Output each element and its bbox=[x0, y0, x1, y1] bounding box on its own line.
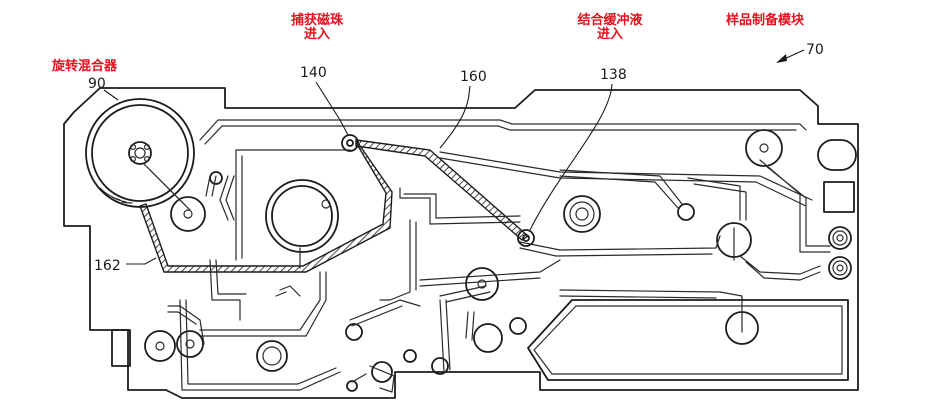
binding-buffer-line1: 结合缓冲液 bbox=[577, 13, 643, 28]
waste-panel-inner bbox=[533, 305, 843, 375]
right-oval-well bbox=[817, 139, 857, 171]
fluidic-channels bbox=[167, 119, 831, 393]
hatched-channel bbox=[139, 139, 393, 273]
ref-160: 160 bbox=[460, 69, 487, 85]
module-arrow bbox=[776, 49, 805, 63]
mixer-outlet-chamber bbox=[170, 196, 206, 232]
leader-lines bbox=[103, 81, 613, 265]
sample-prep-module-annotation: 样品制备模块 bbox=[726, 13, 805, 28]
beads-inlet-port bbox=[341, 134, 359, 152]
right-square-well bbox=[823, 181, 855, 213]
ref-90: 90 bbox=[88, 76, 106, 92]
ref-162: 162 bbox=[94, 258, 121, 274]
right-top-chamber bbox=[745, 129, 783, 167]
ref-140: 140 bbox=[300, 65, 327, 81]
right-coil-port-upper bbox=[828, 226, 852, 250]
waste-panel bbox=[527, 299, 849, 381]
right-mid-chamber bbox=[716, 222, 752, 261]
connector-tab bbox=[111, 329, 131, 367]
binding-buffer-annotation: 结合缓冲液 进入 bbox=[555, 14, 665, 41]
central-chamber bbox=[265, 179, 339, 269]
rotary-mixer bbox=[85, 98, 195, 211]
capture-beads-line1: 捕获磁珠 bbox=[290, 13, 343, 28]
capture-beads-annotation: 捕获磁珠 进入 bbox=[272, 14, 362, 41]
module-card-outline bbox=[63, 87, 859, 399]
ref-138: 138 bbox=[600, 67, 627, 83]
hatched-channel-upper bbox=[355, 139, 530, 241]
right-lower-chamber bbox=[725, 295, 759, 345]
binding-buffer-line2: 进入 bbox=[596, 26, 623, 42]
right-coil-port-lower bbox=[828, 256, 852, 280]
concentric-chamber bbox=[563, 195, 601, 233]
rotary-mixer-annotation: 旋转混合器 bbox=[52, 59, 118, 74]
buffer-inlet-port bbox=[517, 229, 535, 247]
ref-70: 70 bbox=[806, 42, 824, 58]
capture-beads-line2: 进入 bbox=[303, 26, 330, 42]
